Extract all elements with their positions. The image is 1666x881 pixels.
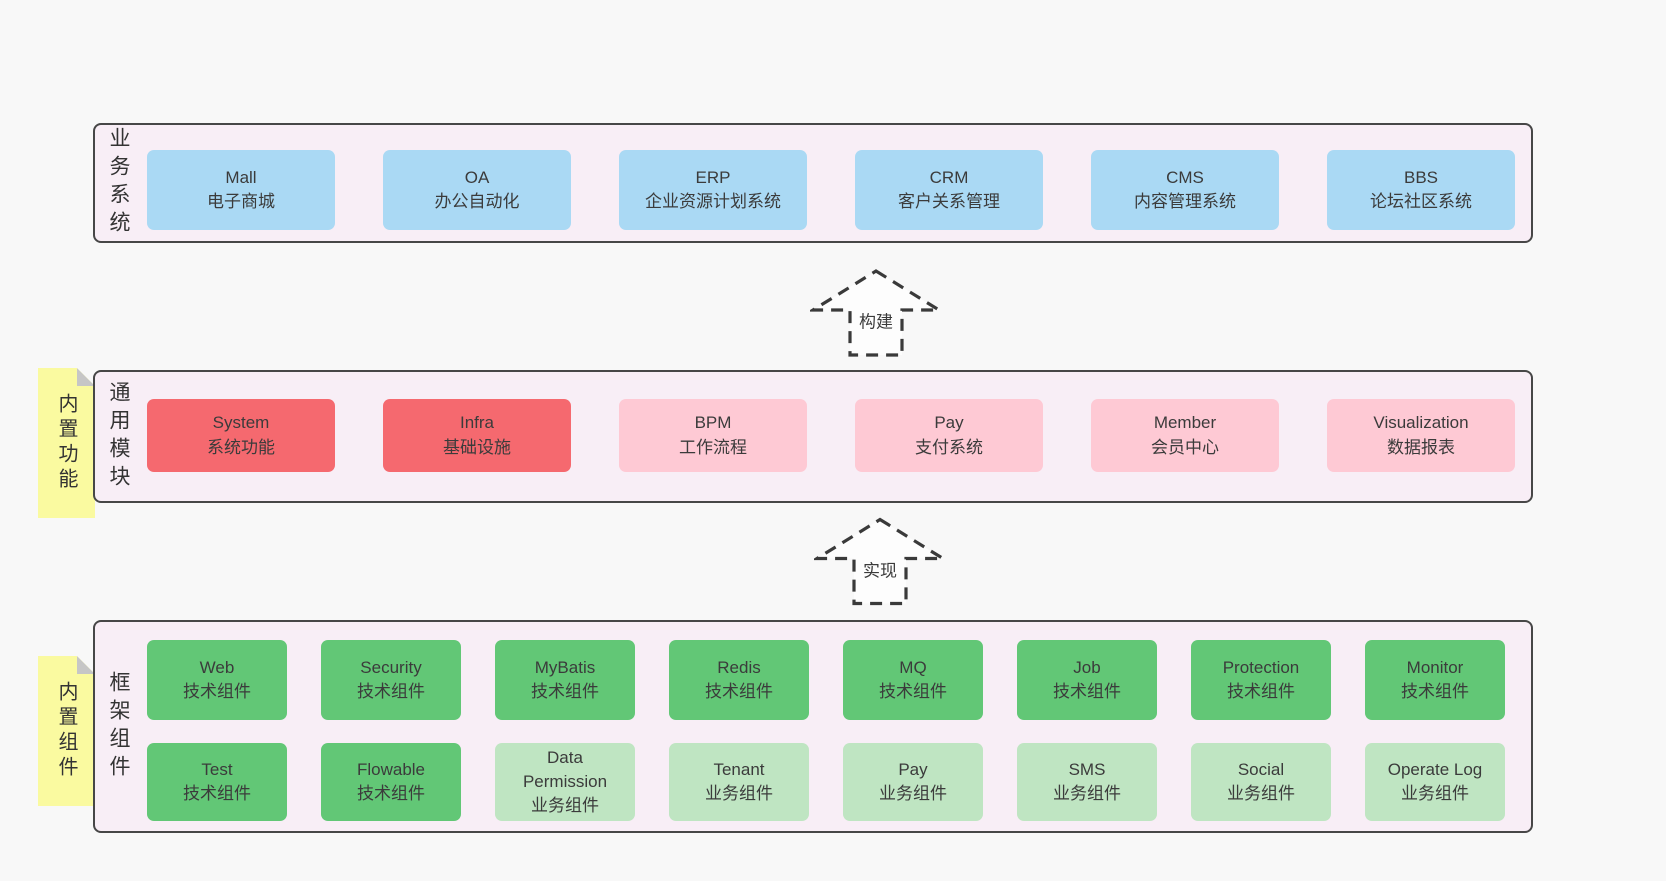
note-label: 内置组件 <box>55 681 77 781</box>
box-social: Social 业务组件 <box>1191 743 1331 821</box>
box-title: MyBatis <box>534 657 596 677</box>
panel-label-common-modules: 通用模块 <box>107 380 130 493</box>
box-security: Security 技术组件 <box>321 640 461 720</box>
box-title: Protection <box>1222 657 1300 677</box>
box-subtitle: 技术组件 <box>183 682 251 701</box>
box-title: Data Permission <box>522 747 608 791</box>
box-title: Pay <box>898 759 928 779</box>
box-subtitle: 技术组件 <box>1053 682 1121 701</box>
box-title: ERP <box>695 167 731 187</box>
box-subtitle: 工作流程 <box>679 437 747 457</box>
box-subtitle: 技术组件 <box>705 682 773 701</box>
box-subtitle: 业务组件 <box>705 784 773 803</box>
sticky-note-built-in-features: 内置功能 <box>38 368 95 518</box>
box-redis: Redis 技术组件 <box>669 640 809 720</box>
box-system: System 系统功能 <box>147 399 335 472</box>
box-subtitle: 业务组件 <box>1401 784 1469 803</box>
box-title: Redis <box>717 657 761 677</box>
panel-common-modules: 通用模块 System 系统功能 Infra 基础设施 BPM 工作流程 Pay… <box>93 370 1533 503</box>
box-title: Test <box>201 759 233 779</box>
box-subtitle: 业务组件 <box>879 784 947 803</box>
box-oa: OA 办公自动化 <box>383 150 571 230</box>
box-mybatis: MyBatis 技术组件 <box>495 640 635 720</box>
box-title: Security <box>360 657 422 677</box>
box-cms: CMS 内容管理系统 <box>1091 150 1279 230</box>
box-subtitle: 业务组件 <box>1227 784 1295 803</box>
box-title: Visualization <box>1373 413 1469 433</box>
box-subtitle: 办公自动化 <box>434 192 520 211</box>
box-operate-log: Operate Log 业务组件 <box>1365 743 1505 821</box>
box-subtitle: 技术组件 <box>531 682 599 701</box>
box-subtitle: 业务组件 <box>1053 784 1121 803</box>
arrow-label: 构建 <box>857 307 895 333</box>
box-title: Infra <box>459 413 495 433</box>
box-bpm: BPM 工作流程 <box>619 399 807 472</box>
box-subtitle: 论坛社区系统 <box>1370 192 1472 211</box>
dashed-up-arrow-implement: 实现 <box>814 515 946 608</box>
box-monitor: Monitor 技术组件 <box>1365 640 1505 720</box>
box-sms: SMS 业务组件 <box>1017 743 1157 821</box>
panel-business-systems: 业务系统 Mall 电子商城 OA 办公自动化 ERP 企业资源计划系统 CRM… <box>93 123 1533 243</box>
box-title: Pay <box>934 413 964 433</box>
box-title: Operate Log <box>1387 759 1483 779</box>
box-test: Test 技术组件 <box>147 743 287 821</box>
box-protection: Protection 技术组件 <box>1191 640 1331 720</box>
box-title: MQ <box>899 657 927 677</box>
box-title: Flowable <box>356 759 426 779</box>
box-subtitle: 技术组件 <box>1227 682 1295 701</box>
box-title: SMS <box>1068 759 1106 779</box>
panel-framework-components: 框架组件 Web 技术组件 Security 技术组件 MyBatis 技术组件… <box>93 620 1533 833</box>
note-label: 内置功能 <box>55 393 77 493</box>
box-infra: Infra 基础设施 <box>383 399 571 472</box>
panel-label-business-systems: 业务系统 <box>107 127 130 239</box>
box-bbs: BBS 论坛社区系统 <box>1327 150 1515 230</box>
box-subtitle: 电子商城 <box>207 192 275 211</box>
box-subtitle: 支付系统 <box>915 437 983 457</box>
dashed-up-arrow-build: 构建 <box>810 268 942 358</box>
box-mall: Mall 电子商城 <box>147 150 335 230</box>
box-subtitle: 基础设施 <box>443 437 511 457</box>
box-flowable: Flowable 技术组件 <box>321 743 461 821</box>
box-crm: CRM 客户关系管理 <box>855 150 1043 230</box>
box-pay-module: Pay 支付系统 <box>855 399 1043 472</box>
box-subtitle: 技术组件 <box>357 682 425 701</box>
box-web: Web 技术组件 <box>147 640 287 720</box>
box-subtitle: 系统功能 <box>207 437 275 457</box>
box-title: System <box>212 413 270 433</box>
box-subtitle: 会员中心 <box>1151 437 1219 457</box>
box-title: OA <box>464 167 490 187</box>
box-title: Social <box>1237 759 1285 779</box>
panel-label-framework-components: 框架组件 <box>107 670 130 783</box>
box-title: Tenant <box>713 759 765 779</box>
box-subtitle: 技术组件 <box>357 784 425 803</box>
box-member: Member 会员中心 <box>1091 399 1279 472</box>
box-title: BPM <box>694 413 732 433</box>
box-title: CRM <box>929 167 969 187</box>
box-subtitle: 数据报表 <box>1387 437 1455 457</box>
box-subtitle: 内容管理系统 <box>1134 192 1236 211</box>
box-pay-component: Pay 业务组件 <box>843 743 983 821</box>
box-title: Job <box>1073 657 1101 677</box>
box-subtitle: 客户关系管理 <box>898 192 1000 211</box>
arrow-label: 实现 <box>861 556 899 582</box>
box-tenant: Tenant 业务组件 <box>669 743 809 821</box>
box-subtitle: 业务组件 <box>531 796 599 816</box>
box-subtitle: 技术组件 <box>879 682 947 701</box>
box-title: BBS <box>1403 167 1439 187</box>
sticky-note-built-in-components: 内置组件 <box>38 656 95 806</box>
box-erp: ERP 企业资源计划系统 <box>619 150 807 230</box>
box-title: Member <box>1153 413 1217 433</box>
box-data-permission: Data Permission 业务组件 <box>495 743 635 821</box>
box-mq: MQ 技术组件 <box>843 640 983 720</box>
box-visualization: Visualization 数据报表 <box>1327 399 1515 472</box>
box-title: Web <box>199 657 235 677</box>
box-title: Mall <box>225 167 257 187</box>
box-job: Job 技术组件 <box>1017 640 1157 720</box>
box-subtitle: 企业资源计划系统 <box>645 192 781 211</box>
box-subtitle: 技术组件 <box>1401 682 1469 701</box>
box-title: Monitor <box>1406 657 1464 677</box>
box-title: CMS <box>1166 167 1204 187</box>
box-subtitle: 技术组件 <box>183 784 251 803</box>
